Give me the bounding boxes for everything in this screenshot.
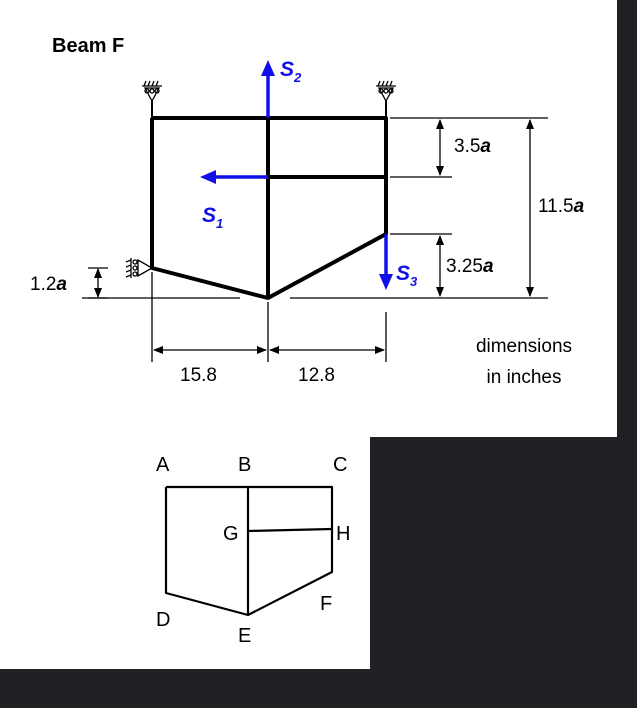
dim-11-5a: 11.5a <box>538 196 585 217</box>
beam-outline <box>150 116 388 300</box>
node-label-f: F <box>320 593 332 615</box>
node-diagram <box>164 485 334 617</box>
support-left-side <box>125 258 154 278</box>
force-s2-arrow <box>261 60 275 118</box>
dim-15-8: 15.8 <box>180 365 217 386</box>
units-note-line1: dimensions <box>476 336 572 357</box>
support-left-top <box>142 80 162 118</box>
force-s1-label: S1 <box>202 204 223 231</box>
node-label-d: D <box>156 609 170 631</box>
dim-12-8: 12.8 <box>298 365 335 386</box>
node-label-e: E <box>238 625 251 647</box>
upper-panel <box>0 0 617 437</box>
force-s3-label: S3 <box>396 262 418 289</box>
force-s3-arrow <box>379 234 393 290</box>
node-label-c: C <box>333 454 347 476</box>
extension-lines <box>82 117 548 362</box>
node-label-b: B <box>238 454 251 476</box>
node-label-h: H <box>336 523 350 545</box>
dim-3-5a: 3.5a <box>454 136 491 157</box>
node-label-g: G <box>223 523 239 545</box>
lower-panel <box>0 437 370 669</box>
node-label-a: A <box>156 454 170 476</box>
dimension-arrows <box>88 119 534 354</box>
node-web-horizontal <box>247 527 333 533</box>
force-s1-arrow <box>200 170 268 184</box>
dim-1-2a: 1.2a <box>30 274 67 295</box>
force-s2-label: S2 <box>280 58 302 85</box>
dim-3-25a: 3.25a <box>446 256 494 277</box>
support-right-top <box>376 80 396 118</box>
diagram-title: Beam F <box>52 35 124 57</box>
beam-section <box>150 116 388 300</box>
units-note-line2: in inches <box>487 367 562 388</box>
node-outline <box>164 485 334 617</box>
